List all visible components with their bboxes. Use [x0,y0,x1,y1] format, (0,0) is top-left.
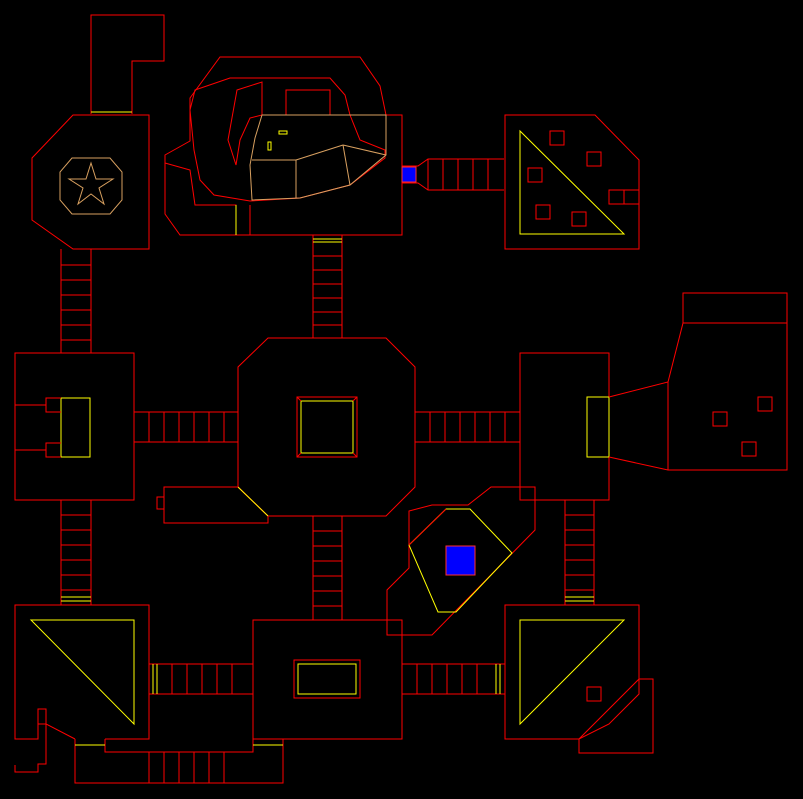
south-center-room [252,619,403,740]
stair-south-west [149,663,253,695]
west-room [14,352,135,501]
southwest-lower-passage [74,738,284,784]
star-room [31,114,150,250]
northwest-tower [90,14,165,116]
stair-west-center [134,411,238,443]
stair-north-center [312,235,343,338]
southeast-diagonal-room [386,486,536,636]
north-east-passage [401,158,504,191]
stair-west-south [60,500,92,605]
stair-south-east [402,663,505,695]
southeast-triangle-room [504,604,654,754]
star-icon [67,161,115,206]
southwest-triangle-room [14,604,150,773]
blue-marker-southeast-room [445,545,476,576]
stair-west-north [60,249,92,353]
stair-east-south [564,500,595,605]
west-ledge [156,486,269,524]
stair-east-center [415,411,520,443]
north-building [164,56,403,236]
far-east-wing [608,292,788,471]
northeast-crate-room [504,114,640,250]
stair-south-center [312,516,343,620]
central-hub [237,337,416,517]
east-room [519,352,610,501]
blue-marker-north-corridor [401,166,417,183]
